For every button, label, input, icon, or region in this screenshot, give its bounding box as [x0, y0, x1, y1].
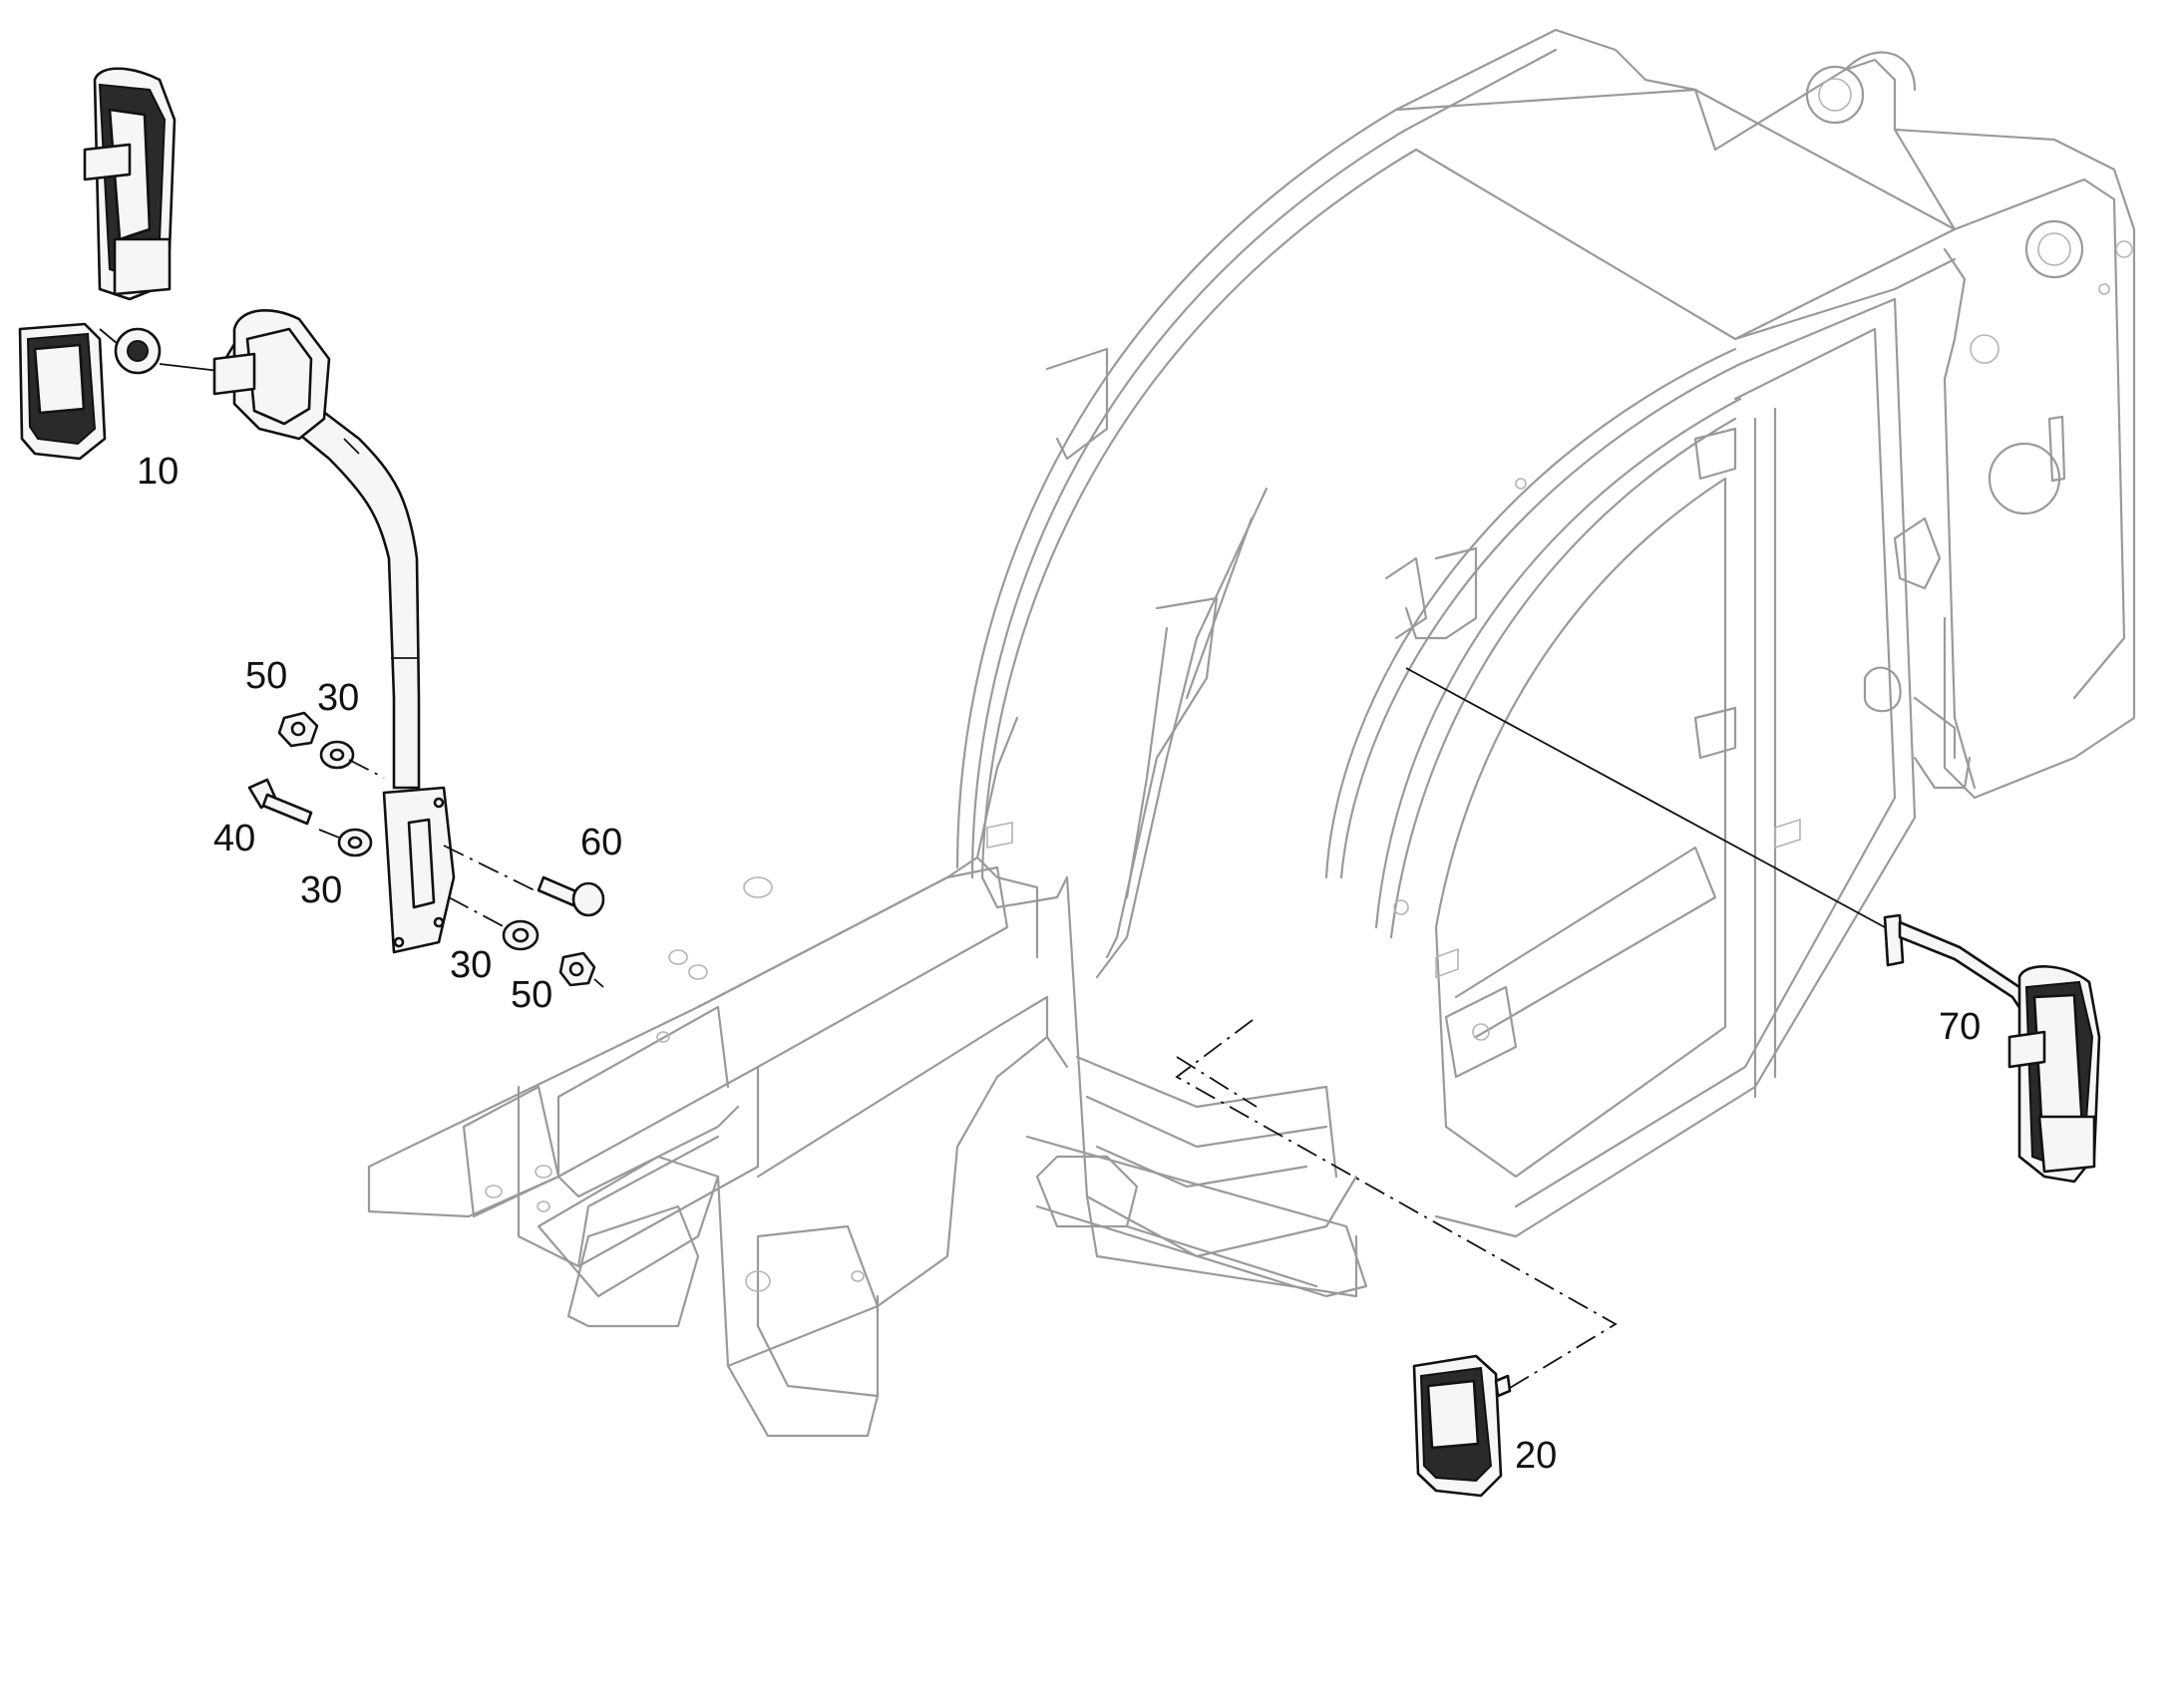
callout-30-mid: 30: [300, 869, 342, 911]
callout-40: 40: [213, 818, 255, 859]
callout-20: 20: [1515, 1435, 1557, 1477]
callout-labels: 10 50 30 40 60 30 30 50 70 20: [137, 451, 1981, 1477]
rear-boom-pivot: [1693, 51, 2136, 800]
mirror-assembly-70: [1405, 667, 2101, 1184]
mirror-assembly-10: [18, 67, 456, 954]
chassis-frame: [367, 716, 1368, 1438]
callout-50-top: 50: [245, 655, 287, 697]
callout-30-top: 30: [317, 677, 359, 719]
hardware-fasteners: [247, 711, 605, 988]
callout-60: 60: [580, 822, 622, 863]
callout-30-right: 30: [450, 944, 492, 986]
callout-70: 70: [1939, 1006, 1981, 1048]
callout-10: 10: [137, 451, 179, 493]
callout-50-right: 50: [511, 974, 552, 1016]
operator-cab: [955, 28, 1957, 1298]
work-lamp-20: [1175, 1016, 1618, 1498]
